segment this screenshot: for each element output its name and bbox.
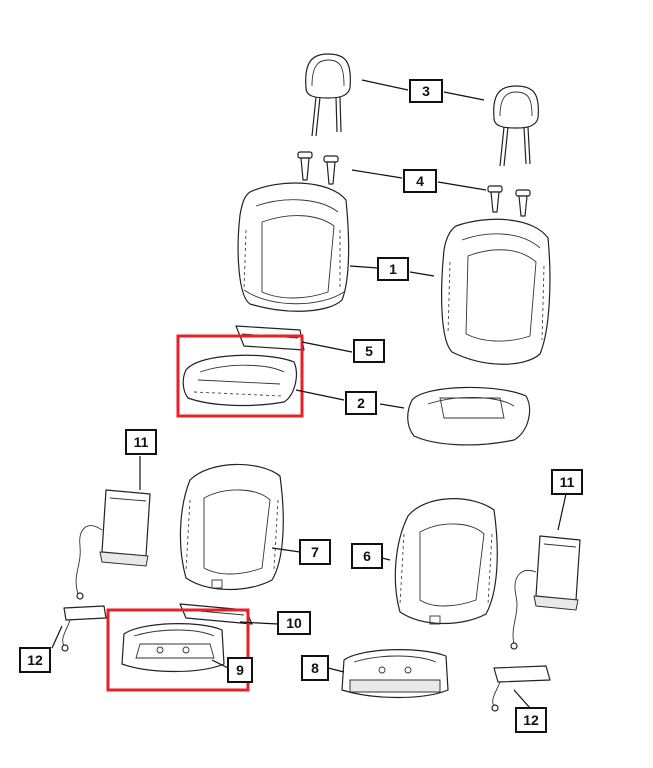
seatback-heater-right (510, 535, 581, 650)
callout-7: 7 (299, 539, 331, 565)
svg-text:3: 3 (422, 83, 430, 99)
seat-back-frame-left (179, 463, 284, 591)
callout-2: 2 (345, 391, 377, 415)
seat-cushion-cover-right (407, 386, 531, 446)
svg-text:12: 12 (523, 712, 539, 728)
callout-11-left: 11 (125, 429, 157, 455)
svg-text:12: 12 (27, 652, 43, 668)
svg-text:6: 6 (363, 548, 371, 564)
cushion-heater-right (491, 665, 551, 712)
svg-text:5: 5 (365, 343, 373, 359)
cushion-heater-left (61, 605, 107, 652)
callout-4: 4 (403, 169, 437, 193)
seat-cushion-pan-left (121, 623, 225, 673)
callout-5: 5 (353, 339, 385, 363)
callout-12-right: 12 (515, 707, 547, 733)
callout-6: 6 (351, 543, 383, 569)
seat-cushion-pan-right (341, 649, 449, 699)
headrest-guides-right (487, 185, 531, 217)
svg-text:10: 10 (286, 615, 302, 631)
callout-10: 10 (277, 611, 311, 635)
seat-back-cover-right (441, 218, 551, 365)
headrest-guides-left (297, 151, 339, 185)
headrest-right (493, 85, 539, 167)
callout-9: 9 (227, 657, 253, 683)
seat-cushion-cover-left (182, 354, 297, 407)
highlight-box-part-2 (176, 334, 304, 418)
cushion-pad (235, 325, 305, 351)
callout-11-right: 11 (551, 469, 583, 495)
seat-back-cover-left (237, 182, 350, 312)
cushion-pad-lower (179, 603, 253, 625)
seat-back-frame-right (394, 498, 498, 625)
seatback-heater-left (75, 489, 151, 600)
headrest-left (305, 53, 351, 137)
svg-text:2: 2 (357, 395, 365, 411)
svg-text:7: 7 (311, 544, 319, 560)
svg-text:1: 1 (389, 261, 397, 277)
svg-text:8: 8 (311, 660, 319, 676)
callout-3: 3 (409, 79, 443, 103)
highlight-box-part-9 (106, 608, 250, 692)
svg-text:11: 11 (560, 474, 575, 490)
svg-text:9: 9 (236, 662, 244, 678)
svg-text:4: 4 (416, 173, 424, 189)
callout-8: 8 (301, 655, 329, 681)
callout-1: 1 (377, 257, 409, 281)
svg-text:11: 11 (134, 434, 149, 450)
callout-12-left: 12 (19, 647, 51, 673)
